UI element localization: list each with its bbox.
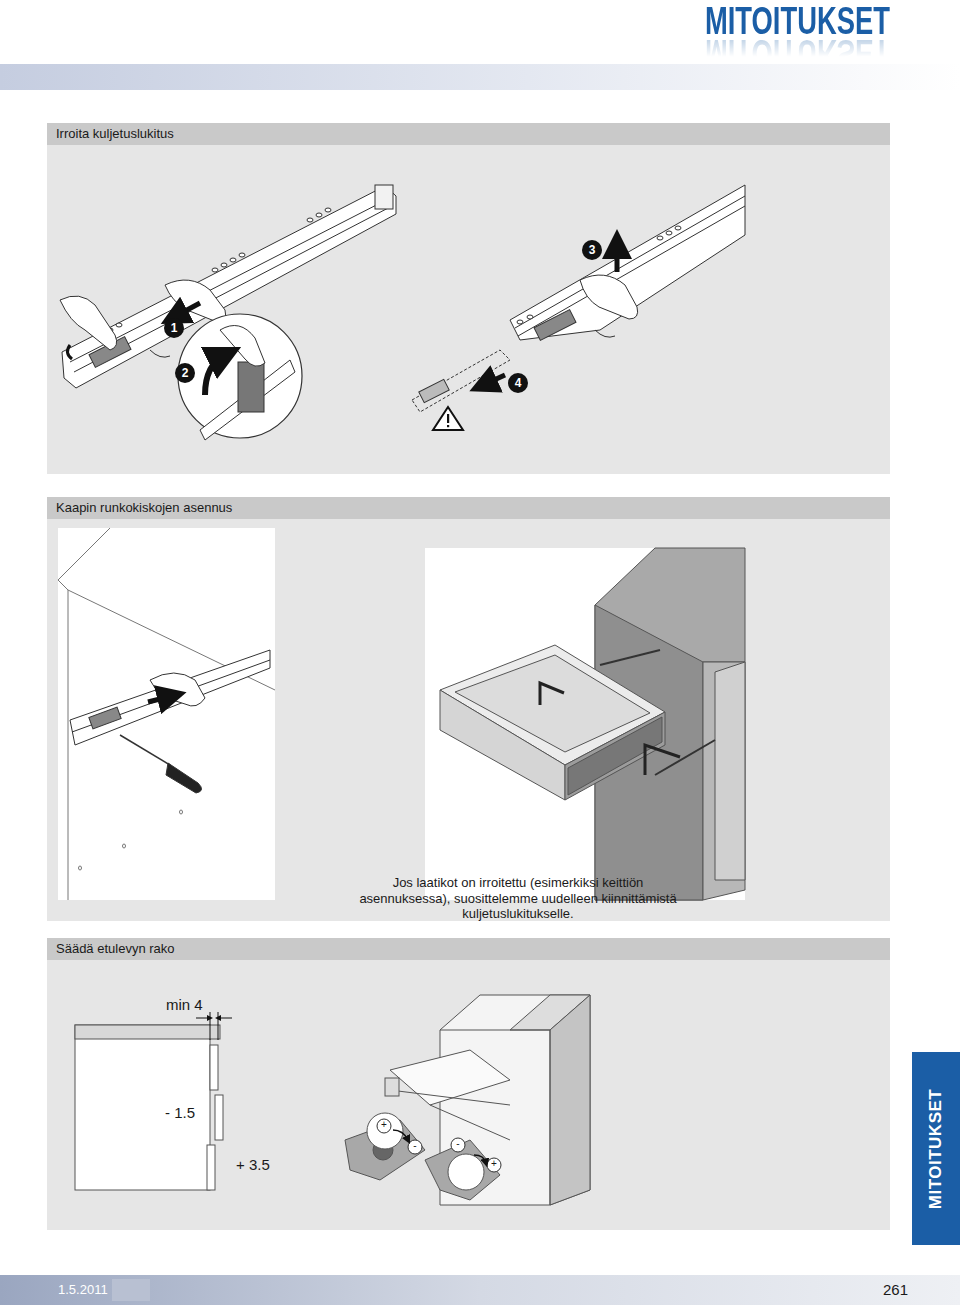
node-text: 2 xyxy=(182,367,189,379)
node-text: Kaapin runkokiskojen asennus xyxy=(56,500,232,515)
page-title: MITOITUKSET xyxy=(705,2,890,40)
node-text: Irroita kuljetuslukitus xyxy=(56,126,174,141)
callout-number: 4 xyxy=(508,373,528,393)
node-text: Säädä etulevyn rako xyxy=(56,941,175,956)
dimension: - 1.5 xyxy=(165,1104,195,1122)
callout-number: 1 xyxy=(164,318,184,338)
page-number: 261 xyxy=(883,1281,908,1299)
section-band: Säädä etulevyn rako xyxy=(47,938,890,960)
adjust-sign: + xyxy=(381,1119,387,1131)
dimension: min 4 xyxy=(166,996,203,1014)
footer-date: 1.5.2011 xyxy=(58,1282,108,1298)
note-text: Jos laatikot on irroitettu (esimerkiksi … xyxy=(353,875,683,922)
node-text: MITOITUKSET xyxy=(926,1088,946,1208)
node-text: 1 xyxy=(171,322,178,334)
section-band: Kaapin runkokiskojen asennus xyxy=(47,497,890,519)
adjust-sign: - xyxy=(413,1140,416,1152)
callout-number: 2 xyxy=(175,363,195,383)
callout-number: 3 xyxy=(582,240,602,260)
section-band: Irroita kuljetuslukitus xyxy=(47,123,890,145)
adjust-sign: - xyxy=(456,1138,459,1150)
adjust-sign: + xyxy=(491,1158,497,1170)
side-tab: MITOITUKSET xyxy=(912,1052,960,1245)
node-text: 4 xyxy=(515,377,522,389)
node-text: 3 xyxy=(589,244,596,256)
dimension: + 3.5 xyxy=(236,1156,270,1174)
